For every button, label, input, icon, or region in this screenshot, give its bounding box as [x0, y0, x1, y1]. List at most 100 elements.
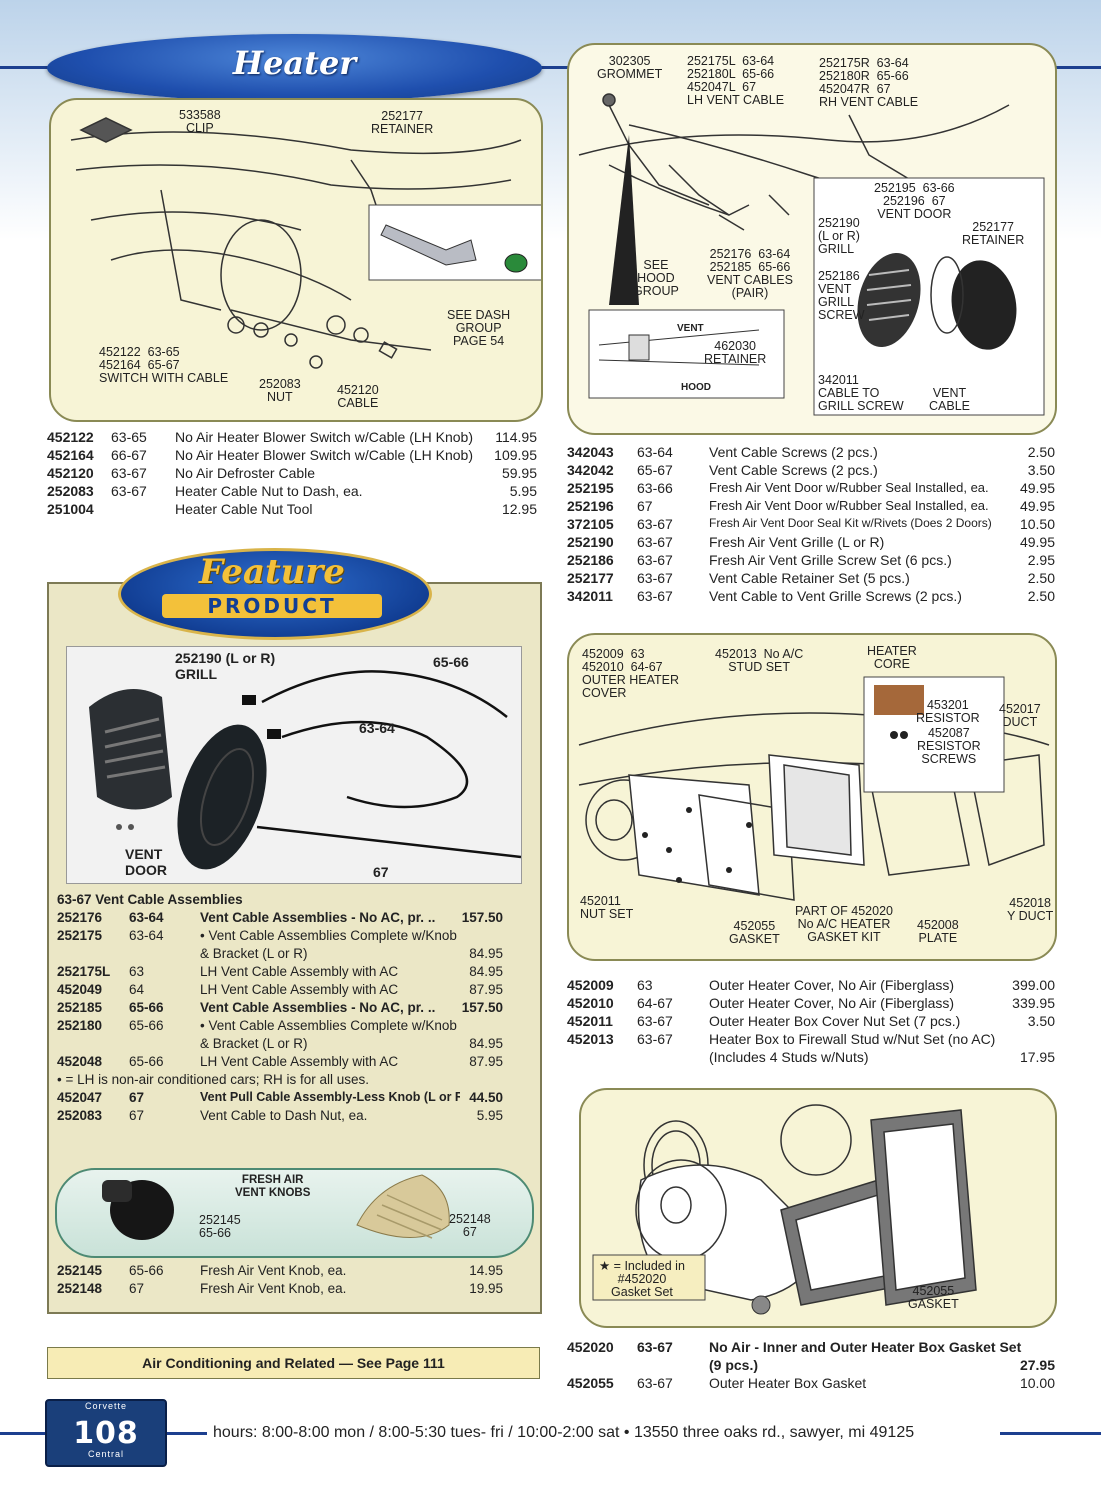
label-duct: 452017 DUCT — [999, 702, 1041, 729]
label-hood: HOOD — [681, 382, 711, 393]
label-cable: 452120 CABLE — [337, 383, 379, 410]
label-switch: 452122 63-65 452164 65-67 SWITCH WITH CA… — [99, 345, 229, 385]
label-grommet: 302305 GROMMET — [597, 54, 663, 81]
corvette-central-logo: Corvette 108 Central — [45, 1399, 167, 1467]
footer-rule-mid — [163, 1432, 207, 1435]
feature-subtitle: PRODUCT — [162, 594, 382, 618]
label-plate: 452008 PLATE — [917, 918, 959, 945]
label-knob-252145: 252145 65-66 — [199, 1213, 241, 1240]
label-resistor: 453201 RESISTOR — [916, 698, 980, 725]
label-resistor-screws: 452087 RESISTOR SCREWS — [917, 726, 981, 766]
label-feature-65-66: 65-66 — [433, 654, 469, 670]
label-lh-vent-cable: 252175L 63-64 252180L 65-66 452047L 67 L… — [687, 54, 785, 107]
label-vent: VENT — [677, 323, 704, 334]
feature-section-title: 63-67 Vent Cable Assemblies — [57, 892, 243, 907]
list-item: & Bracket (L or R)84.95 — [200, 1036, 503, 1051]
page-title: Heater — [232, 44, 357, 82]
list-item: (9 pcs.)27.95 — [709, 1357, 1055, 1373]
label-box-gasket: 452055 GASKET — [729, 919, 780, 946]
label-462030: 462030 RETAINER — [704, 339, 767, 366]
page-number: 108 — [73, 1416, 139, 1451]
title-oval — [47, 34, 542, 102]
label-outer-heater-cover: 452009 63 452010 64-67 OUTER HEATER COVE… — [582, 647, 679, 700]
label-vent-door: 252195 63-66 252196 67 VENT DOOR — [874, 181, 955, 221]
label-feature-63-64: 63-64 — [359, 720, 395, 736]
label-gasket-452055: 452055 GASKET — [908, 1284, 959, 1311]
label-feature-vent-door: VENT DOOR — [125, 846, 167, 878]
label-vent-cables-pair: 252176 63-64 252185 65-66 VENT CABLES (P… — [707, 247, 793, 300]
label-vent-cable: VENT CABLE — [929, 386, 970, 413]
label-nut: 252083 NUT — [259, 377, 301, 404]
ac-note-link[interactable]: Air Conditioning and Related — See Page … — [47, 1347, 540, 1379]
knob-drawing — [102, 1174, 450, 1240]
label-see-dash: SEE DASH GROUP PAGE 54 — [447, 308, 511, 348]
label-grill: 252190 (L or R) GRILL — [818, 216, 860, 256]
footer-rule-left — [0, 1432, 48, 1435]
label-cable-to-grill-screw: 342011 CABLE TO GRILL SCREW — [818, 373, 904, 413]
label-gasket-kit: PART OF 452020 No A/C HEATER GASKET KIT — [795, 904, 893, 944]
gasket-diagram: ★ = Included in #452020 Gasket Set 45205… — [579, 1088, 1057, 1328]
knob-panel-title: FRESH AIR VENT KNOBS — [235, 1174, 311, 1199]
heater-drawing — [70, 117, 541, 369]
footer-rule-right — [1000, 1432, 1101, 1435]
list-item: (Includes 4 Studs w/Nuts)17.95 — [709, 1049, 1055, 1065]
knob-panel: FRESH AIR VENT KNOBS 252145 65-66 252148… — [55, 1168, 534, 1258]
label-see-hood: SEE HOOD GROUP — [633, 258, 679, 298]
label-clip: 533588 CLIP — [179, 108, 221, 135]
label-stud-set: 452013 No A/C STUD SET — [715, 647, 804, 674]
vent-diagram: 302305 GROMMET 252175L 63-64 252180L 65-… — [567, 43, 1057, 435]
vent-assembly-drawing — [89, 670, 522, 870]
heater-box-drawing — [578, 676, 1050, 901]
label-feature-67: 67 — [373, 864, 389, 880]
label-retainer-vent: 252177 RETAINER — [962, 220, 1025, 247]
header-rule — [0, 66, 1101, 69]
label-knob-252148: 252148 67 — [449, 1212, 491, 1239]
heater-diagram: 533588 CLIP 252177 RETAINER SEE DASH GRO… — [49, 98, 543, 422]
heater-box-diagram: 452009 63 452010 64-67 OUTER HEATER COVE… — [567, 633, 1057, 961]
label-feature-grill: 252190 (L or R) GRILL — [175, 650, 276, 682]
label-grill-screw: 252186 VENT GRILL SCREW — [818, 269, 865, 322]
label-rh-vent-cable: 252175R 63-64 252180R 65-66 452047R 67 R… — [819, 56, 919, 109]
gasket-legend: ★ = Included in #452020 Gasket Set — [599, 1259, 685, 1299]
label-retainer: 252177 RETAINER — [371, 109, 434, 136]
feature-photo: 252190 (L or R) GRILL 65-66 63-64 VENT D… — [66, 646, 522, 884]
feature-note: • = LH is non-air conditioned cars; RH i… — [57, 1072, 369, 1087]
label-y-duct: 452018 Y DUCT — [1007, 896, 1054, 923]
label-heater-core: HEATER CORE — [867, 644, 917, 671]
